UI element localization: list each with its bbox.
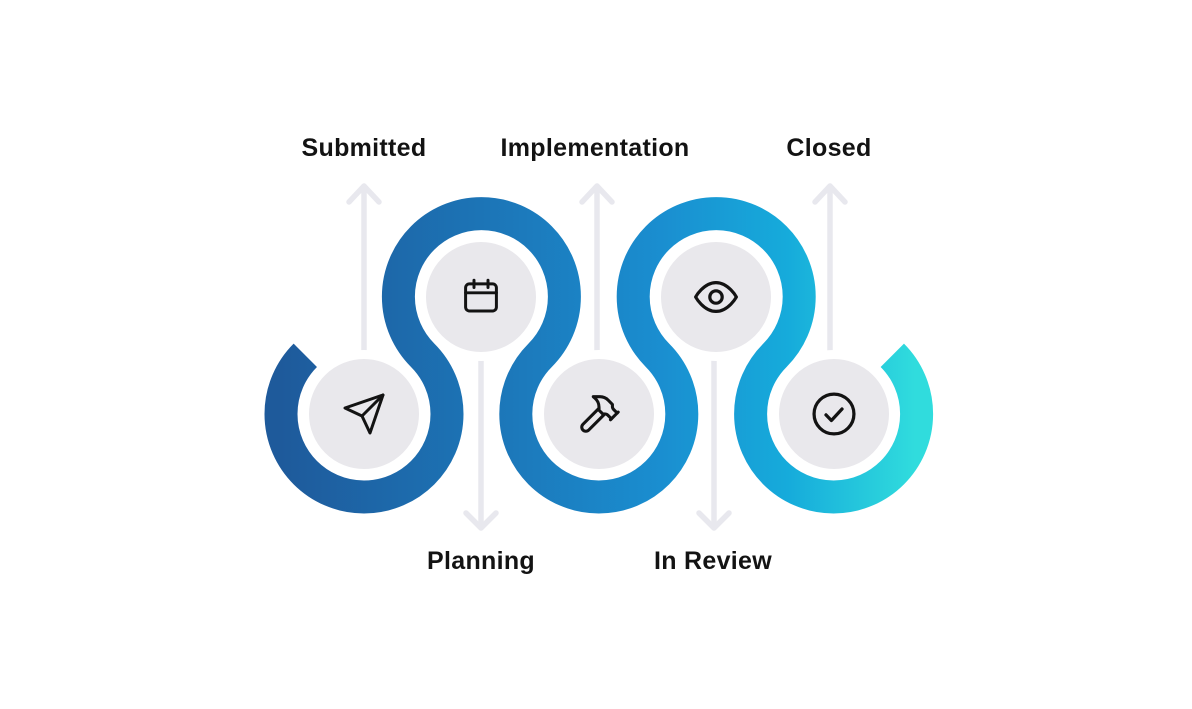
- arrow-head-up-icon: [812, 183, 848, 205]
- check-circle-icon: [808, 388, 860, 440]
- arrow-head-down-icon: [463, 510, 499, 531]
- stage-label-in-review: In Review: [653, 547, 773, 575]
- eye-icon: [692, 273, 740, 321]
- calendar-icon: [460, 276, 502, 318]
- stage-label-planning: Planning: [427, 547, 535, 575]
- planning-arrow-down: [463, 337, 499, 531]
- stage-label-submitted: Submitted: [301, 134, 427, 162]
- stage-node-in-review: [652, 233, 780, 361]
- hammer-icon: [576, 391, 622, 437]
- in-review-arrow-down: [696, 337, 732, 531]
- flow-snake-path: [264, 197, 934, 514]
- arrow-head-up-icon: [346, 183, 382, 205]
- stage-node-closed: [770, 350, 898, 478]
- send-icon: [340, 390, 388, 438]
- arrow-head-up-icon: [579, 183, 615, 205]
- stage-node-implementation: [535, 350, 663, 478]
- stage-label-implementation: Implementation: [500, 134, 690, 162]
- stage-label-closed: Closed: [786, 134, 872, 162]
- arrow-head-down-icon: [696, 510, 732, 531]
- stage-node-planning: [417, 233, 545, 361]
